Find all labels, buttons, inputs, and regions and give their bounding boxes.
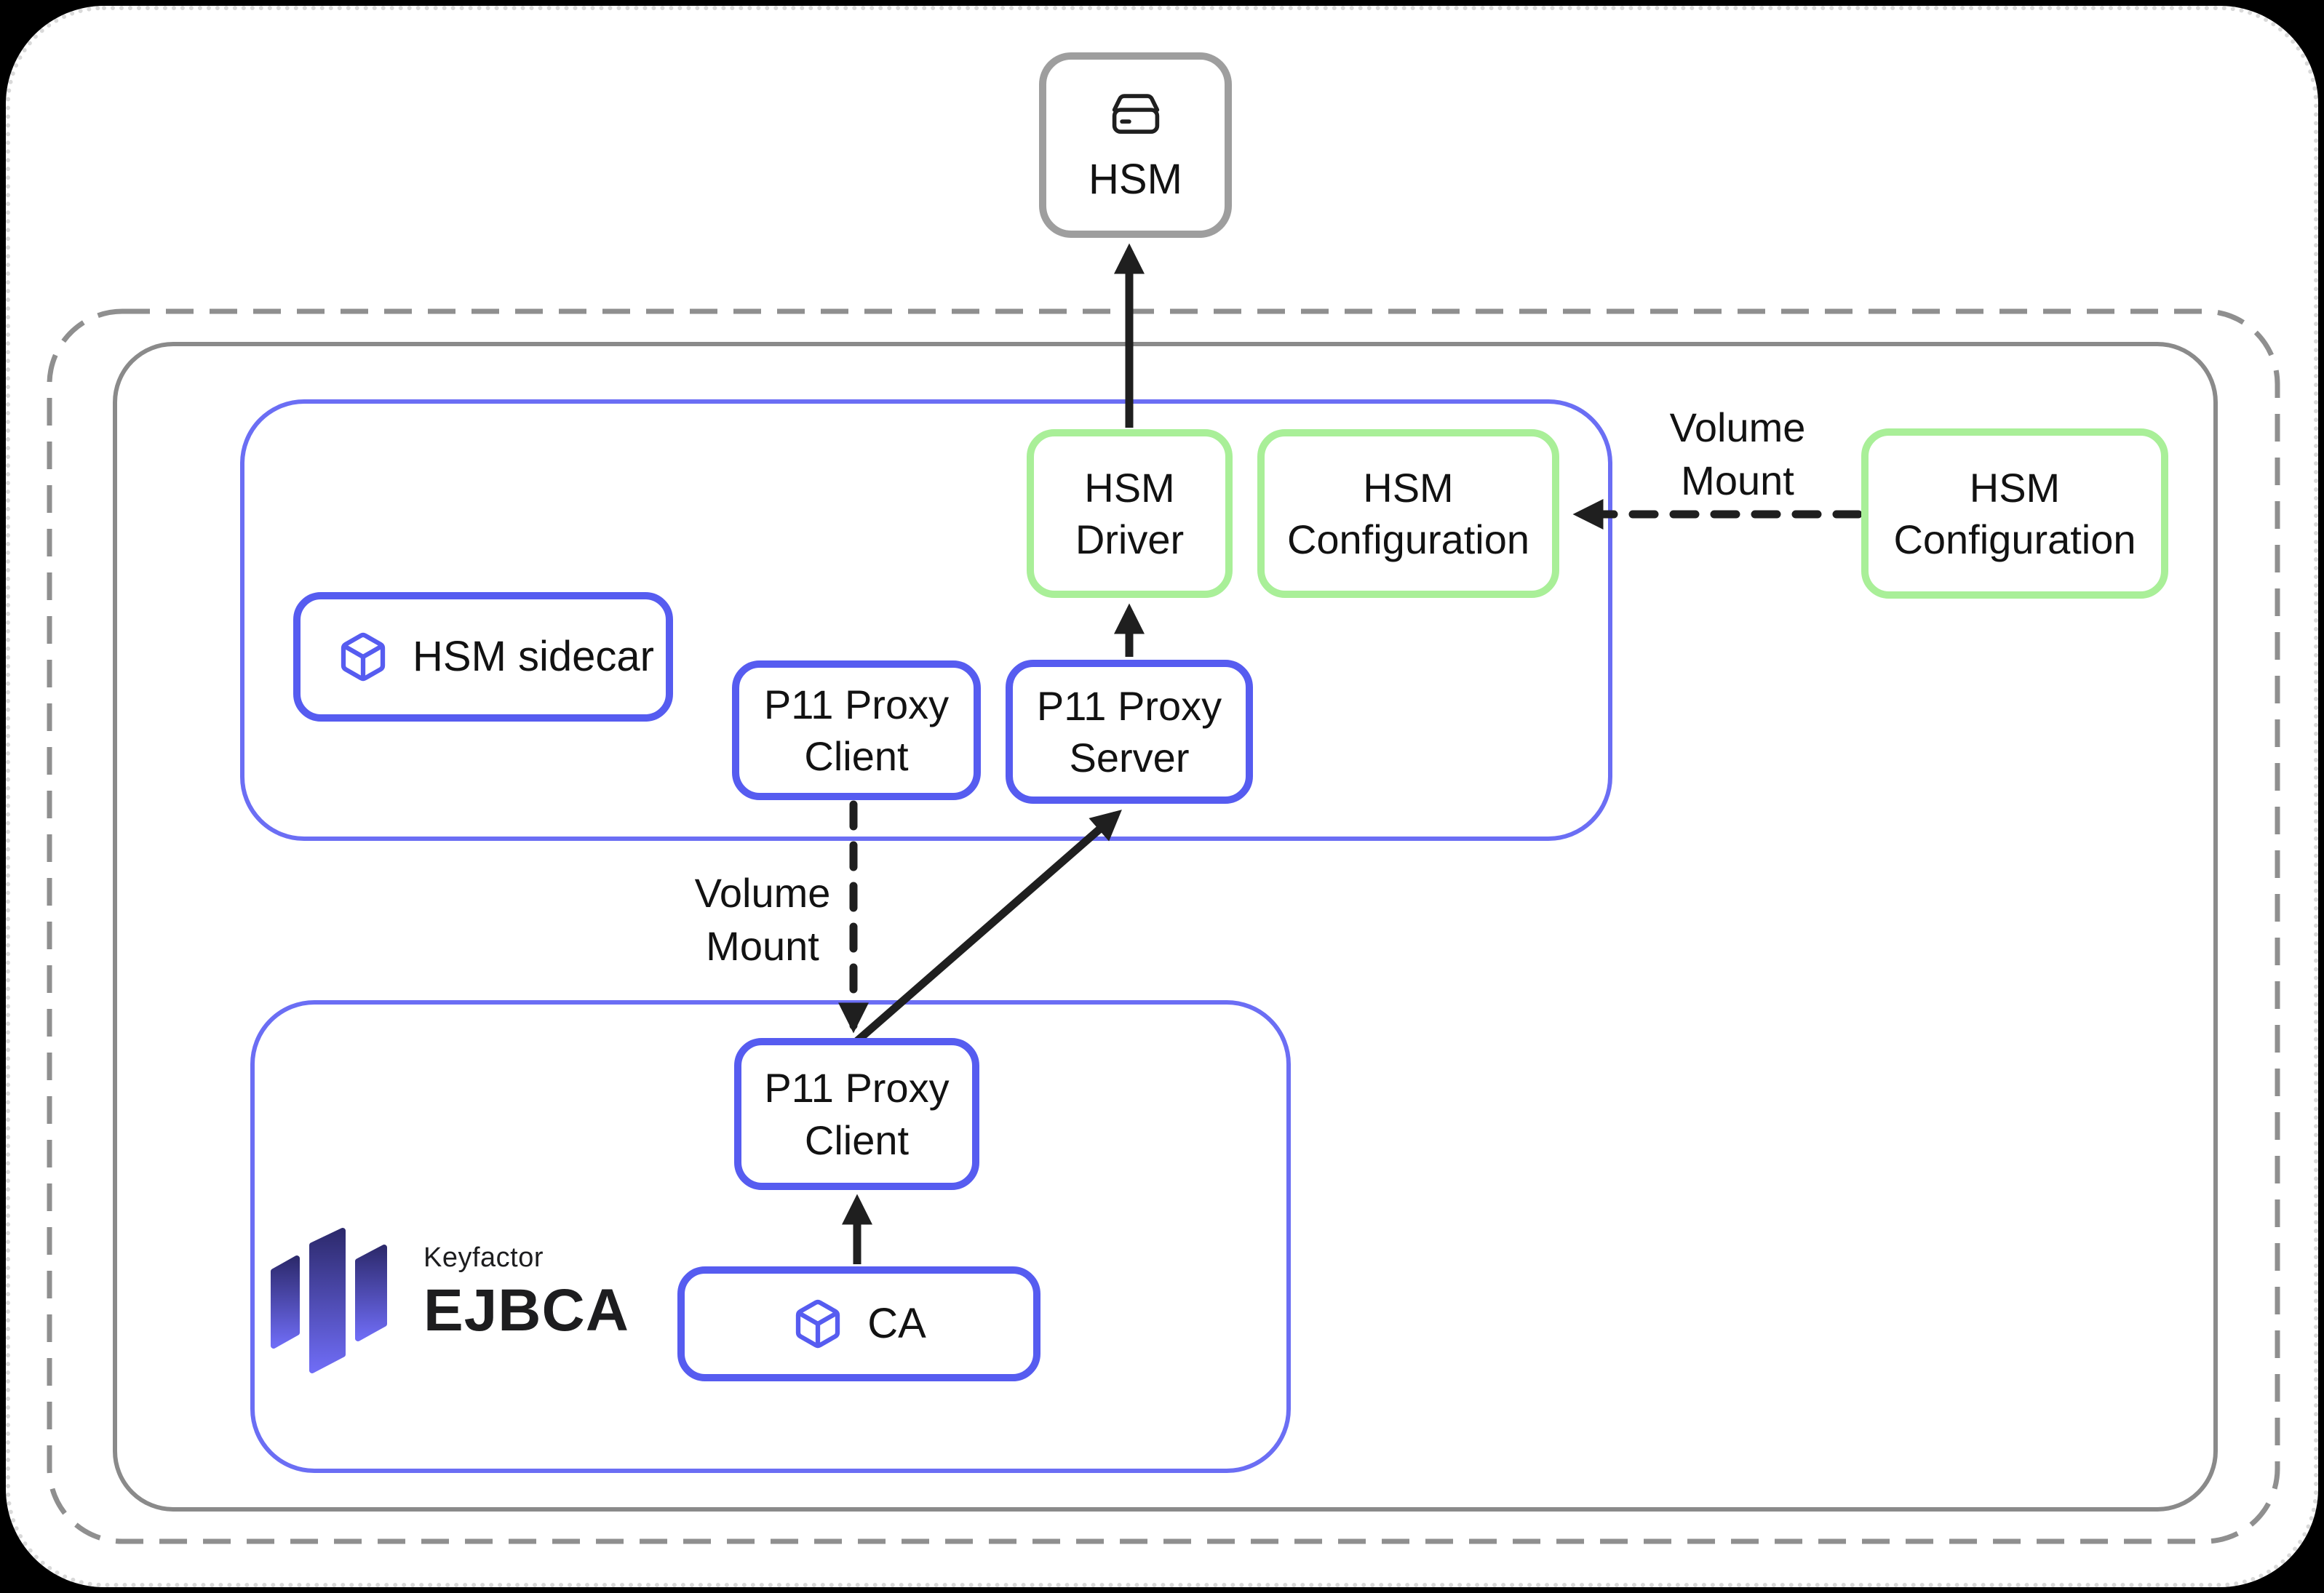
node-ca-label: CA xyxy=(867,1300,926,1348)
node-boundary-solid xyxy=(113,342,2218,1512)
node-ca: CA xyxy=(677,1266,1040,1381)
edge-label-volume-mount-right: Volume Mount xyxy=(1669,404,1806,503)
ejbca-pod-container xyxy=(250,1000,1291,1473)
arrow-client-to-server xyxy=(854,810,1122,1045)
hard-drive-icon xyxy=(1112,93,1159,134)
node-hsm-label: HSM xyxy=(1089,155,1182,203)
keyfactor-ejbca-logo: Keyfactor EJBCA xyxy=(268,1226,629,1376)
node-hsm-sidecar: HSM sidecar xyxy=(293,592,673,722)
node-p11-proxy-client-top: P11 Proxy Client xyxy=(732,660,981,800)
node-hsm-sidecar-label: HSM sidecar xyxy=(413,633,654,681)
edge-label-volume-mount-middle: Volume Mount xyxy=(694,870,831,969)
node-p11-proxy-server-label: P11 Proxy Server xyxy=(1036,682,1222,780)
logo-text: Keyfactor EJBCA xyxy=(423,1226,629,1345)
node-p11-proxy-client-top-label: P11 Proxy Client xyxy=(763,681,950,779)
node-hsm-driver: HSM Driver xyxy=(1027,429,1233,598)
node-p11-proxy-server: P11 Proxy Server xyxy=(1006,660,1253,804)
keyfactor-bars-logo xyxy=(271,1228,387,1373)
node-hsm: HSM xyxy=(1039,52,1232,238)
node-p11-proxy-client-bottom-label: P11 Proxy Client xyxy=(764,1065,950,1163)
node-hsm-driver-label: HSM Driver xyxy=(1075,464,1185,562)
package-cube-icon xyxy=(341,632,386,682)
node-hsm-configuration-inner-label: HSM Configuration xyxy=(1286,464,1530,562)
logo-brand: Keyfactor xyxy=(423,1242,544,1273)
node-hsm-configuration-outer: HSM Configuration xyxy=(1861,428,2168,599)
node-hsm-configuration-inner: HSM Configuration xyxy=(1257,429,1559,598)
package-cube-icon xyxy=(796,1299,840,1349)
node-p11-proxy-client-bottom: P11 Proxy Client xyxy=(734,1038,979,1190)
hsm-sidecar-pod-container xyxy=(240,399,1612,841)
logo-product: EJBCA xyxy=(423,1277,629,1344)
cluster-boundary-dashed xyxy=(47,308,2280,1544)
node-hsm-configuration-outer-label: HSM Configuration xyxy=(1893,464,2136,562)
